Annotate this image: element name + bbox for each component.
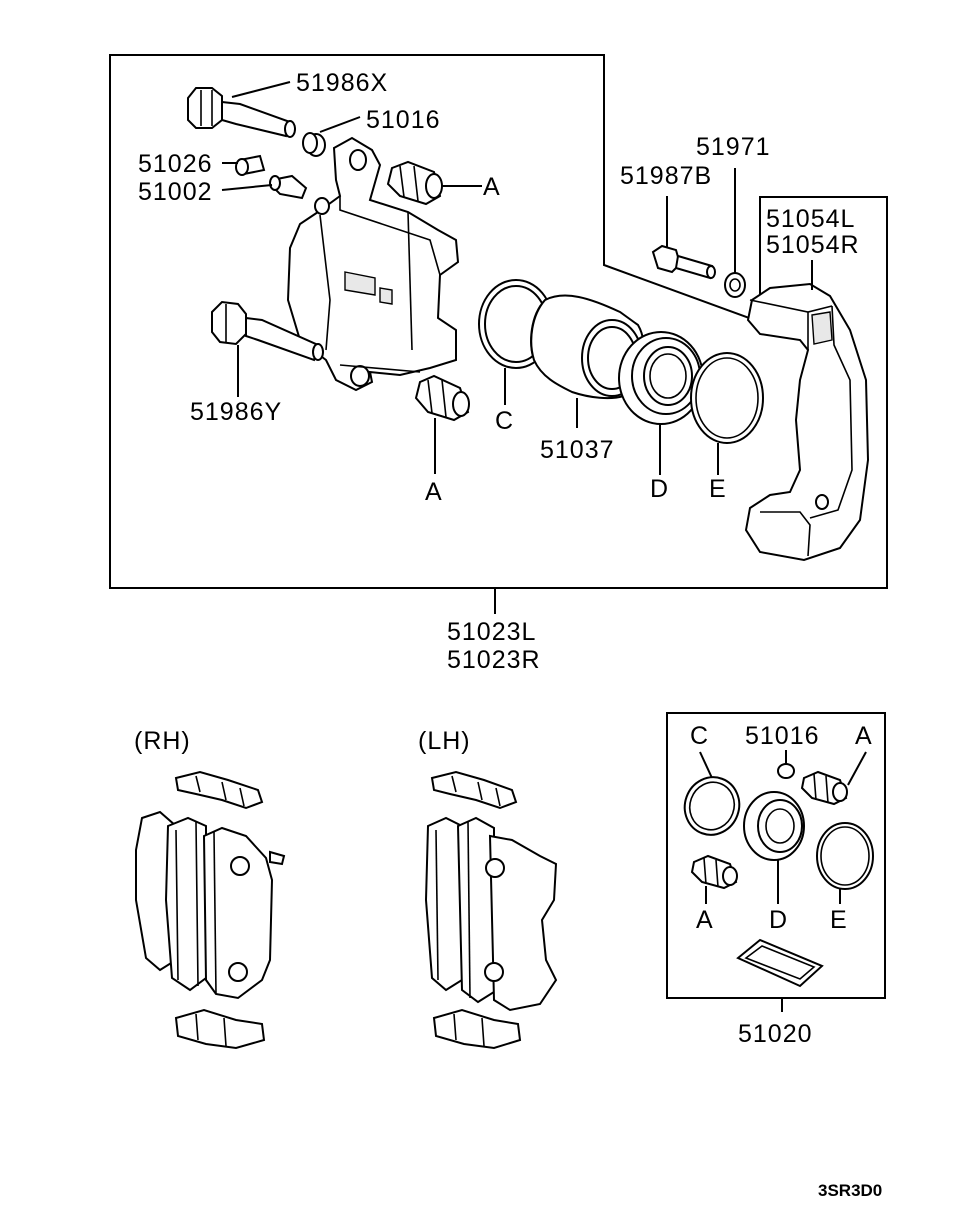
kit-boot-a-top — [800, 770, 848, 806]
assembly-r-label: 51023R — [447, 646, 541, 674]
bleeder-cap — [235, 154, 266, 176]
retaining-ring-e — [690, 352, 764, 444]
bleeder-label: 51002 — [138, 178, 213, 206]
guide-bolt-y — [211, 300, 324, 362]
kit-grease-packet — [736, 938, 824, 988]
kit-boot-d — [743, 791, 805, 861]
bushing-top-label: 51016 — [366, 106, 441, 134]
diagram-code: 3SR3D0 — [818, 1181, 882, 1200]
piston-boot-d — [618, 331, 704, 425]
seal-kit-frame — [666, 712, 886, 999]
rh-brake-pads — [135, 770, 286, 1050]
kit-bushing-label: 51016 — [745, 722, 820, 750]
caliper-bracket — [744, 282, 870, 562]
bracket-r-label: 51054R — [766, 231, 860, 259]
kit-ring-e — [816, 822, 874, 890]
kit-a-bottom-label: A — [696, 906, 714, 934]
bracket-l-label: 51054L — [766, 205, 855, 233]
kit-seal-c — [683, 776, 741, 836]
kit-boot-a-bottom — [690, 854, 738, 890]
bushing-top — [302, 132, 326, 157]
bolt-b-label: 51987B — [620, 162, 712, 190]
caliper-body — [286, 136, 460, 392]
bolt-y-label: 51986Y — [190, 398, 282, 426]
bleeder-screw — [269, 174, 308, 200]
cap-label: 51026 — [138, 150, 213, 178]
caliper-assembly-frame — [109, 54, 888, 589]
washer-label: 51971 — [696, 133, 771, 161]
lh-brake-pads — [424, 770, 558, 1050]
boot-d-label: D — [650, 475, 669, 503]
bolt-x-label: 51986X — [296, 69, 388, 97]
mounting-bolt-b — [651, 244, 716, 280]
kit-e-label: E — [830, 906, 848, 934]
ring-e-label: E — [709, 475, 727, 503]
guide-bolt-x — [187, 87, 296, 138]
lh-label: (LH) — [418, 727, 471, 755]
kit-a-top-label: A — [855, 722, 873, 750]
kit-number-label: 51020 — [738, 1020, 813, 1048]
kit-c-label: C — [690, 722, 709, 750]
lock-washer — [724, 272, 746, 298]
assembly-l-label: 51023L — [447, 618, 536, 646]
seal-c-label: C — [495, 407, 514, 435]
piston-label: 51037 — [540, 436, 615, 464]
dust-boot-a-bottom — [414, 374, 470, 422]
dust-boot-a-top — [386, 160, 443, 206]
boot-a-bottom-label: A — [425, 478, 443, 506]
rh-label: (RH) — [134, 727, 191, 755]
boot-a-top-label: A — [483, 173, 501, 201]
kit-d-label: D — [769, 906, 788, 934]
kit-bushing — [777, 763, 795, 779]
